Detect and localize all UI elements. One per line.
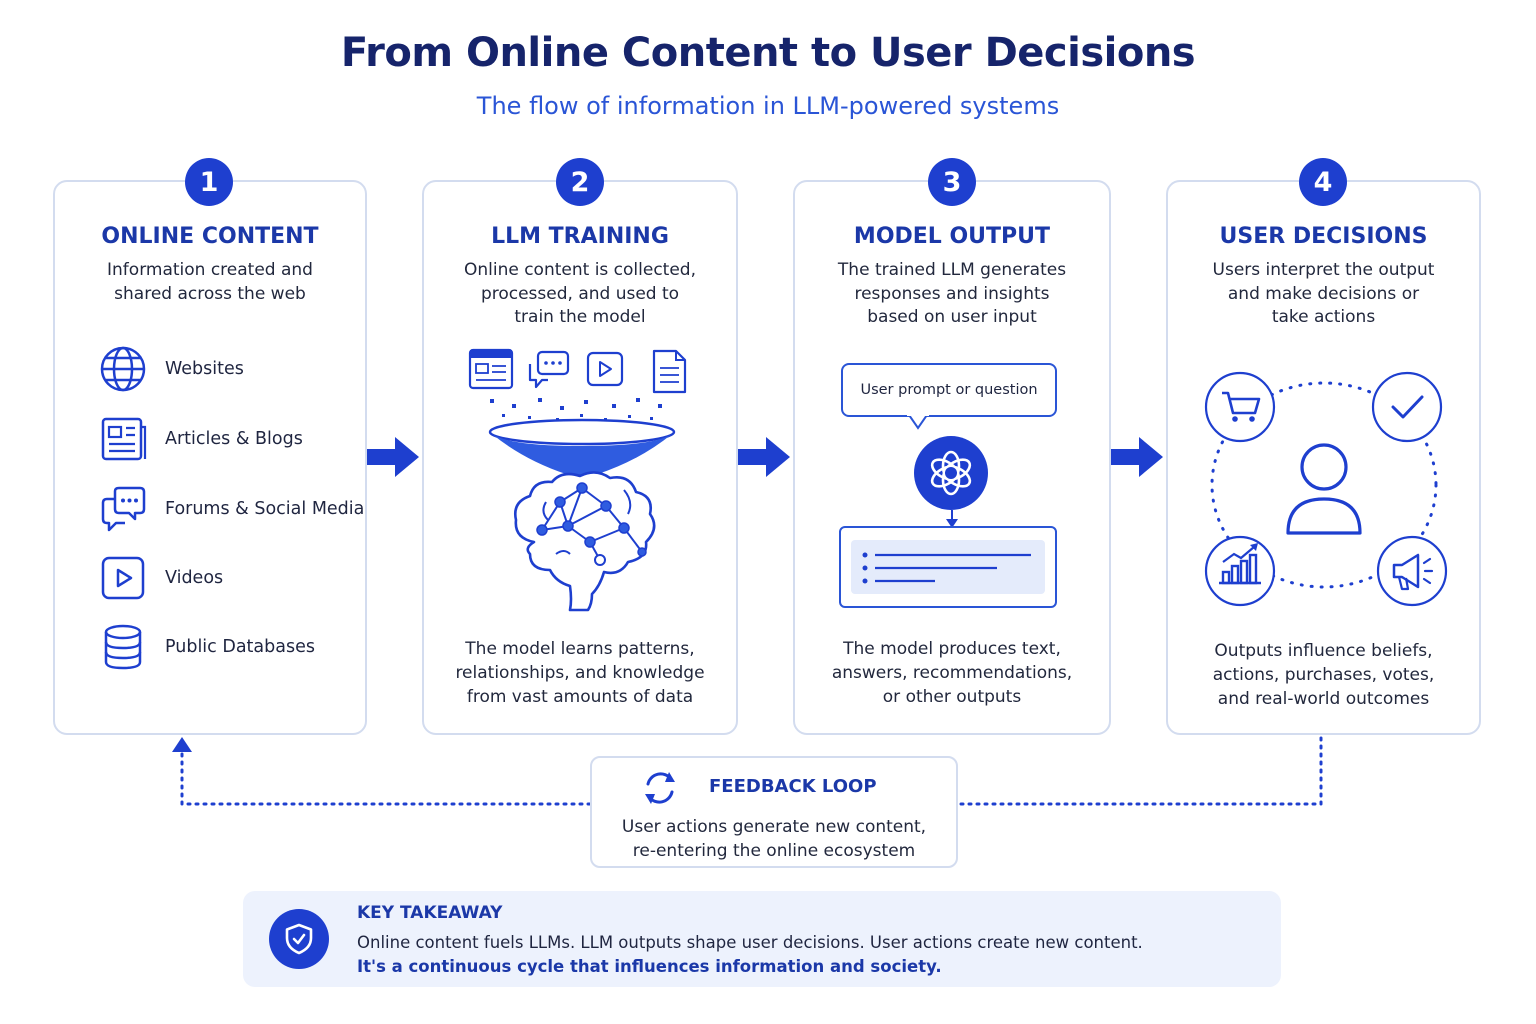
decision-illustration [1204,371,1448,607]
source-item-videos: Videos [99,554,223,602]
browser-icon [468,348,514,390]
source-label: Public Databases [165,637,315,657]
page-title: From Online Content to User Decisions [340,30,1196,76]
prompt-bubble: User prompt or question [841,363,1057,417]
user-icon [1286,443,1362,535]
stage-title: ONLINE CONTENT [101,224,319,249]
openai-logo-icon [914,436,988,510]
data-particles [490,398,662,421]
stage-footer: The model learns patterns, relationships… [455,639,705,707]
arrow-right-icon [738,437,790,477]
response-lines [851,540,1045,594]
source-item-forums: Forums & Social Media [99,485,364,533]
newspaper-icon [101,417,147,461]
video-icon [586,351,624,387]
refresh-cycle-icon [645,772,675,804]
document-icon [652,349,687,394]
stage-card-user-decisions: USER DECISIONS Users interpret the outpu… [1166,180,1481,735]
globe-icon [100,346,146,392]
stage-description: Users interpret the output and make deci… [1212,260,1435,327]
takeaway-emphasis: It's a continuous cycle that influences … [357,957,942,976]
stage-badge-1: 1 [185,158,233,206]
source-label: Websites [165,359,244,379]
stage-card-model-output: MODEL OUTPUT The trained LLM generates r… [793,180,1111,735]
checkmark-icon [1371,371,1443,443]
chat-icon [528,350,570,389]
page-subtitle: The flow of information in LLM-powered s… [476,92,1060,120]
feedback-loop-panel: FEEDBACK LOOP User actions generate new … [590,756,958,868]
stage-title: MODEL OUTPUT [853,224,1051,249]
stage-footer: The model produces text, answers, recomm… [831,639,1073,707]
source-label: Forums & Social Media [165,499,365,519]
source-label: Articles & Blogs [165,429,303,449]
arrow-right-icon [367,437,419,477]
stage-description: The trained LLM generates responses and … [837,260,1067,327]
source-item-articles: Articles & Blogs [99,415,303,463]
play-video-icon [101,556,145,600]
source-item-websites: Websites [99,345,244,393]
stage-badge-4: 4 [1299,158,1347,206]
feedback-title: FEEDBACK LOOP [709,776,877,797]
chat-bubbles-icon [101,486,146,532]
takeaway-title: KEY TAKEAWAY [357,903,503,923]
stage-title: USER DECISIONS [1219,224,1428,249]
shield-badge [269,909,329,969]
takeaway-text: Online content fuels LLMs. LLM outputs s… [357,933,1143,952]
database-icon [104,624,142,670]
megaphone-icon [1376,535,1448,607]
stage-footer: Outputs influence beliefs, actions, purc… [1212,641,1435,709]
feedback-description: User actions generate new content, re-en… [621,817,927,861]
source-label: Videos [165,568,224,588]
stage-badge-2: 2 [556,158,604,206]
bar-chart-icon [1204,535,1276,607]
shopping-cart-icon [1204,371,1276,443]
training-illustration [468,348,687,612]
key-takeaway-panel: KEY TAKEAWAY Online content fuels LLMs. … [243,891,1281,987]
brain-network-icon [514,471,656,612]
source-item-databases: Public Databases [99,623,315,671]
shield-icon [285,923,313,955]
output-flow [907,411,988,528]
stage-description: Online content is collected, processed, … [463,260,697,327]
stage-description: Information created and shared across th… [107,260,313,304]
arrow-right-icon [1111,437,1163,477]
stage-card-llm-training: LLM TRAINING Online content is collected… [422,180,738,735]
stage-badge-3: 3 [928,158,976,206]
stage-title: LLM TRAINING [491,224,669,249]
response-panel [839,526,1057,608]
stage-card-online-content: ONLINE CONTENT Information created and s… [53,180,367,735]
